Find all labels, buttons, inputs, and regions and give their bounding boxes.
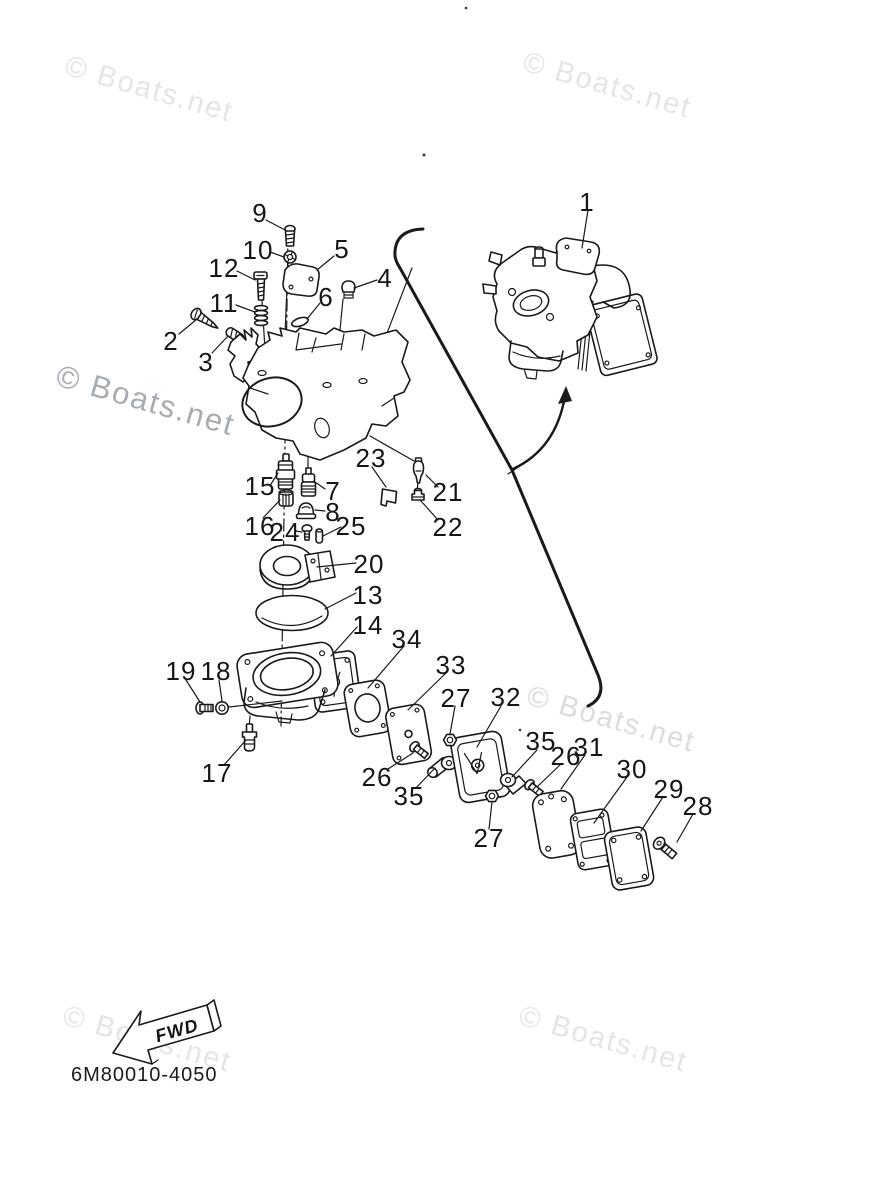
fwd-arrow-icon (112, 999, 222, 1065)
callout-label-29: 29 (653, 774, 685, 804)
part-26-screw-left (409, 740, 429, 760)
callout-label-20: 20 (353, 549, 385, 579)
part-10-lock-washer (283, 250, 297, 264)
callout-leader-lines (178, 209, 694, 843)
callout-label-22: 22 (432, 512, 464, 542)
callout-label-7: 7 (325, 476, 341, 506)
callout-label-14: 14 (352, 610, 384, 640)
part-20-float-ring (259, 544, 336, 590)
callout-label-28: 28 (682, 791, 714, 821)
callout-label-32: 32 (490, 682, 522, 712)
callout-label-27-bottom: 27 (473, 823, 505, 853)
part-18-washer (215, 700, 230, 715)
callout-label-31: 31 (573, 732, 605, 762)
callout-label-11: 11 (209, 288, 239, 318)
part-21-needle-valve (412, 457, 425, 484)
part-26-screw-right (524, 778, 544, 798)
part-27-nut-bottom (484, 789, 500, 803)
part-12-screw (253, 271, 268, 301)
reference-swoosh-line (393, 227, 603, 708)
callout-label-4: 4 (377, 263, 393, 293)
part-1-carburetor-assembly (482, 237, 658, 380)
part-11-spring (253, 304, 269, 327)
part-22-valve-seat (411, 487, 425, 501)
callout-label-23: 23 (355, 443, 387, 473)
part-24-screw (301, 524, 313, 541)
part-17-drain-jet (241, 723, 258, 752)
part-6-gasket-chip (291, 316, 309, 328)
part-25-pin (315, 528, 324, 544)
part-19-screw (195, 701, 214, 715)
callout-label-25: 25 (335, 511, 367, 541)
callout-label-10: 10 (242, 235, 274, 265)
callout-label-27-top: 27 (440, 683, 472, 713)
part-23-clip (380, 488, 398, 507)
callout-label-13: 13 (352, 580, 384, 610)
part-34-gasket (343, 679, 392, 738)
callout-label-5: 5 (334, 234, 350, 264)
part-7-main-jet (300, 467, 317, 497)
arrowhead-icon (558, 386, 572, 404)
callout-label-35-left: 35 (393, 781, 425, 811)
callout-label-34: 34 (391, 624, 423, 654)
part-16-ribbed-nut (278, 489, 294, 507)
part-14-float-bowl (236, 641, 362, 724)
callout-label-21: 21 (432, 477, 464, 507)
callout-label-35-right: 35 (525, 726, 557, 756)
callout-label-15: 15 (244, 471, 276, 501)
part-4-plug (341, 280, 356, 299)
callout-label-8: 8 (325, 497, 341, 527)
part-2-pilot-screw (190, 307, 219, 329)
speck-dots (422, 6, 522, 732)
part-29-pump-cover (603, 826, 655, 891)
callout-label-26-right: 26 (550, 741, 582, 771)
callout-label-24: 24 (269, 517, 301, 547)
part-9-screw (284, 224, 296, 247)
callout-label-9: 9 (252, 198, 268, 228)
callout-label-2: 2 (163, 326, 179, 356)
carburetor-body (227, 327, 411, 461)
part-5-cover-plate (282, 263, 320, 297)
callout-label-26-left: 26 (361, 762, 393, 792)
callout-label-33: 33 (435, 650, 467, 680)
part-15-main-nozzle (275, 453, 296, 490)
part-35-elbow-left (426, 755, 458, 779)
part-27-nut-top (442, 733, 458, 747)
callout-label-1: 1 (579, 187, 595, 217)
part-32-pump-body (450, 730, 511, 804)
callout-label-16: 16 (244, 511, 276, 541)
diagram-part-code: 6M80010-4050 (71, 1064, 218, 1086)
callout-label-3: 3 (198, 347, 214, 377)
part-28-screw (652, 836, 678, 860)
part-13-bowl-gasket (255, 594, 329, 632)
callout-label-18: 18 (200, 656, 232, 686)
callout-label-30: 30 (616, 754, 648, 784)
callout-label-17: 17 (201, 758, 233, 788)
callout-label-19: 19 (165, 656, 197, 686)
callout-label-12: 12 (208, 253, 240, 283)
part-8-plug-cap (295, 502, 317, 520)
direction-arrow (511, 394, 567, 471)
callout-label-6: 6 (318, 282, 334, 312)
